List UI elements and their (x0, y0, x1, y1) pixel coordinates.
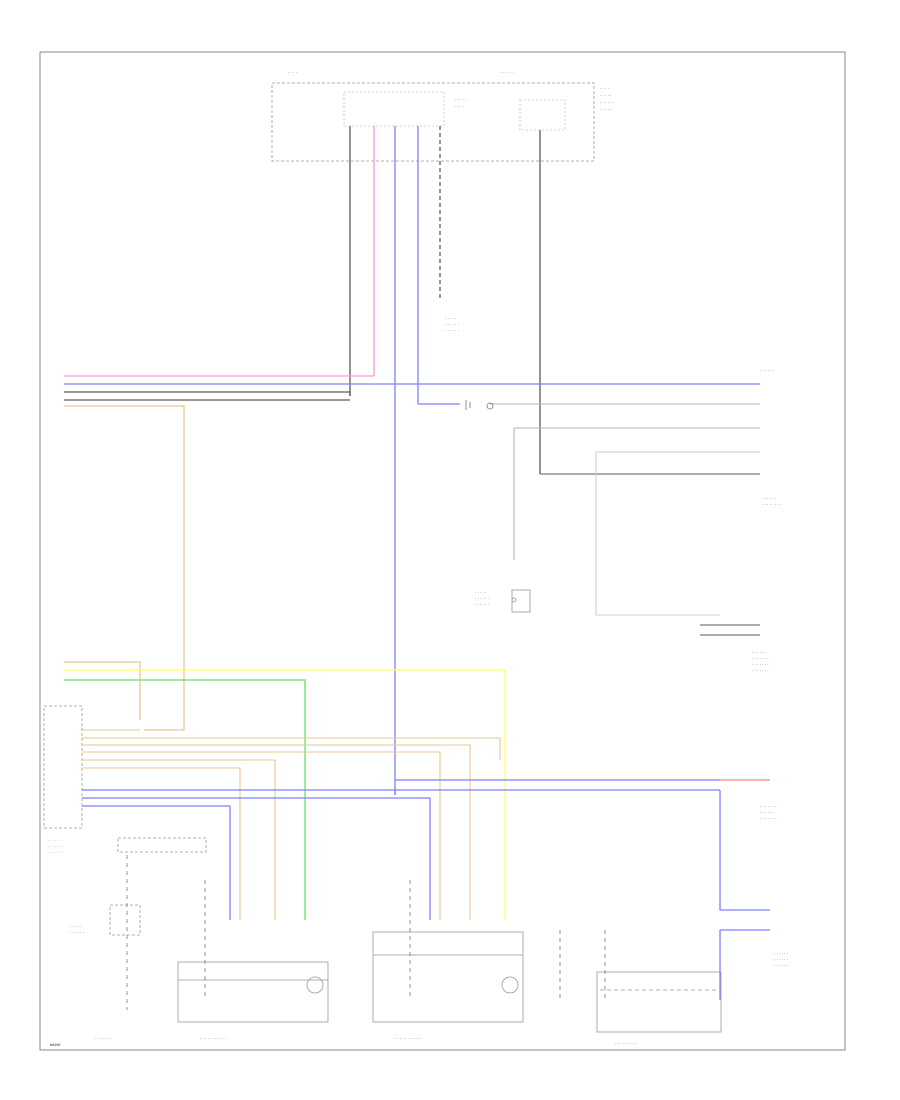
svg-text:· · · · ·: · · · · · (600, 93, 611, 98)
svg-text:· · · · · · ·: · · · · · · · (48, 851, 62, 855)
svg-text:· · · · · ·: · · · · · · (752, 650, 766, 655)
page-code: W0000 (50, 1043, 61, 1047)
diagram-border (39, 51, 846, 1051)
svg-text:· · · · · · ·: · · · · · · · (95, 1036, 112, 1041)
sensor-icon (511, 589, 531, 613)
svg-text:· · · · ·: · · · · · (475, 590, 486, 595)
svg-text:· · · · · ·: · · · · · · (500, 70, 514, 75)
svg-text:· · · · · ·: · · · · · · (445, 322, 459, 327)
svg-text:· · · · · ·: · · · · · · (760, 368, 774, 373)
svg-text:· · · · · ·: · · · · · · (600, 100, 614, 105)
left-module-blue-wires (82, 789, 770, 1000)
svg-text:· · · · · ·: · · · · · · (774, 963, 788, 968)
svg-text:· · · · ·: · · · · · (70, 924, 81, 929)
svg-text:· · · ·: · · · · (288, 70, 297, 75)
svg-text:· · · · ·: · · · · · (600, 107, 611, 112)
bottom-components (109, 837, 722, 1033)
svg-text:· · · · ·: · · · · · (455, 97, 466, 102)
svg-text:· · · · · ·: · · · · · · (752, 668, 766, 673)
svg-text:· · · · · · · · · · ·: · · · · · · · · · · · (200, 1036, 227, 1041)
svg-text:· · · · · ·: · · · · · · (70, 930, 84, 935)
svg-text:· · · · · · ·: · · · · · · · (752, 656, 769, 661)
svg-text:· · · · · ·: · · · · · · (475, 602, 489, 607)
svg-text:· · · · ·: · · · · · (445, 316, 456, 321)
svg-text:· · · · · ·: · · · · · · (475, 596, 489, 601)
svg-text:· · · ·: · · · · (600, 86, 609, 91)
svg-text:· · · · · ·: · · · · · · (774, 957, 788, 962)
svg-text:· · · · · · ·: · · · · · · · (48, 845, 62, 849)
middle-left-bus (64, 661, 506, 920)
svg-text:· · · · · ·: · · · · · · (760, 810, 774, 815)
svg-text:· · · · · ·: · · · · · · (774, 951, 788, 956)
svg-text:· · · · · ·: · · · · · · (445, 328, 459, 333)
right-connector-lines (490, 403, 760, 636)
svg-text:· · · · ·: · · · · · (48, 839, 58, 843)
svg-text:· · · · · · ·: · · · · · · · (760, 816, 777, 821)
top-control-module: · · · · · · · · · · · · · · · · · · · · … (271, 70, 614, 162)
left-control-module: · · · · · · · · · · · · · · · · · · · (43, 705, 83, 855)
annotation-labels: · · · · · · · · · · · · · · · · · · · · … (70, 316, 788, 1046)
svg-text:· · · · · · · ·: · · · · · · · · (762, 502, 781, 507)
svg-text:· · · · · · · · · · ·: · · · · · · · · · · · (395, 1036, 422, 1041)
top-module-wires (349, 126, 541, 795)
svg-text:· · · · · ·: · · · · · · (762, 496, 776, 501)
left-module-tan-wires (82, 729, 501, 920)
upper-left-bus (64, 375, 760, 731)
ground-symbol-icon (465, 400, 494, 410)
svg-text:· · · · · · · · ·: · · · · · · · · · (615, 1041, 637, 1046)
svg-text:· · · ·: · · · · (455, 104, 464, 109)
svg-text:· · · · · · ·: · · · · · · · (752, 662, 769, 667)
svg-text:· · · · · · ·: · · · · · · · (760, 804, 777, 809)
